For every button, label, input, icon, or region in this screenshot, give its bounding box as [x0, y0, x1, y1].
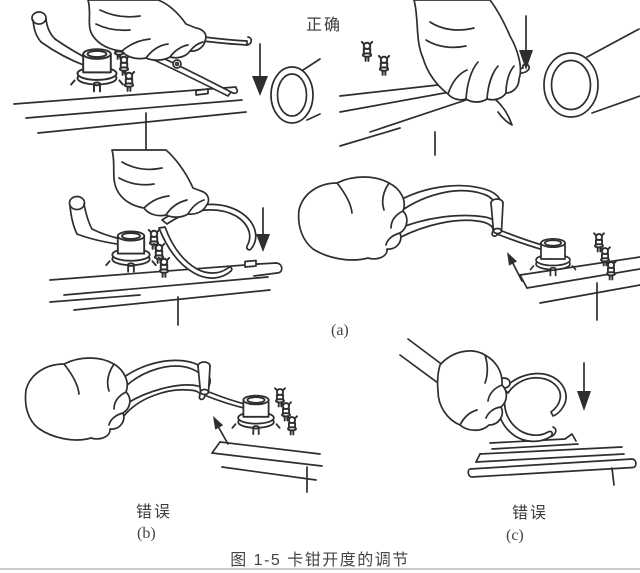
- panel-a2-drawing: [339, 0, 640, 156]
- hand-c2: [436, 350, 508, 432]
- down-arrow-icon: [256, 207, 270, 252]
- down-arrow-icon: [577, 362, 591, 411]
- hand-b2: [297, 176, 408, 261]
- label-wrong-b: 错误: [136, 504, 173, 521]
- inside-caliper-c2: [496, 372, 567, 443]
- wing-bolt-icon: [360, 40, 374, 62]
- machine-bed-c2: [467, 433, 637, 486]
- up-arrow-icon: [213, 416, 229, 445]
- vise-clamp-icon: [70, 48, 124, 93]
- pipe-workpiece-a2: [543, 28, 640, 118]
- hand-a1: [87, 0, 207, 61]
- panel-c2-drawing: [399, 338, 637, 486]
- bottom-divider: [0, 568, 640, 570]
- vise-handle-a1: [31, 11, 93, 67]
- hand-c1: [24, 357, 131, 441]
- label-wrong-c: 错误: [512, 505, 549, 522]
- workbench-b2: [519, 256, 640, 321]
- label-panel-b: (b): [137, 525, 156, 542]
- wing-bolt-icon: [377, 54, 391, 76]
- wing-bolt-icon: [605, 260, 617, 281]
- panel-b2-drawing: [297, 176, 640, 321]
- workbench-b1: [49, 259, 283, 326]
- up-arrow-icon: [507, 252, 523, 282]
- inside-caliper-b1: [158, 203, 257, 279]
- hand-a2: [413, 0, 522, 103]
- wing-bolt-icon: [157, 256, 171, 278]
- vise-handle-grip-c1: [197, 361, 211, 396]
- vise-clamp-icon: [231, 394, 281, 436]
- workbench-c1: [211, 441, 323, 493]
- label-correct: 正确: [306, 17, 343, 34]
- panel-c1-drawing: [24, 357, 323, 493]
- wing-bolt-icon: [286, 415, 298, 436]
- caliper-screw-a1: [172, 59, 182, 69]
- vise-handle-b2: [490, 198, 551, 252]
- wing-bolt-icon: [122, 70, 136, 92]
- inside-caliper-b2: [394, 184, 503, 238]
- label-panel-c: (c): [506, 527, 524, 544]
- hand-b1: [111, 149, 210, 218]
- down-arrow-icon: [252, 43, 268, 96]
- down-arrow-icon: [519, 15, 533, 70]
- inside-caliper-c1: [117, 359, 211, 417]
- figure-caption: 图 1-5 卡钳开度的调节: [230, 552, 410, 569]
- panel-a1-drawing: [13, 0, 321, 151]
- workbench-a1: [13, 86, 247, 151]
- panel-b1-drawing: [49, 149, 283, 326]
- pipe-workpiece-a1: [270, 58, 321, 124]
- vise-handle-b1: [68, 195, 122, 245]
- label-panel-a: (a): [331, 322, 349, 339]
